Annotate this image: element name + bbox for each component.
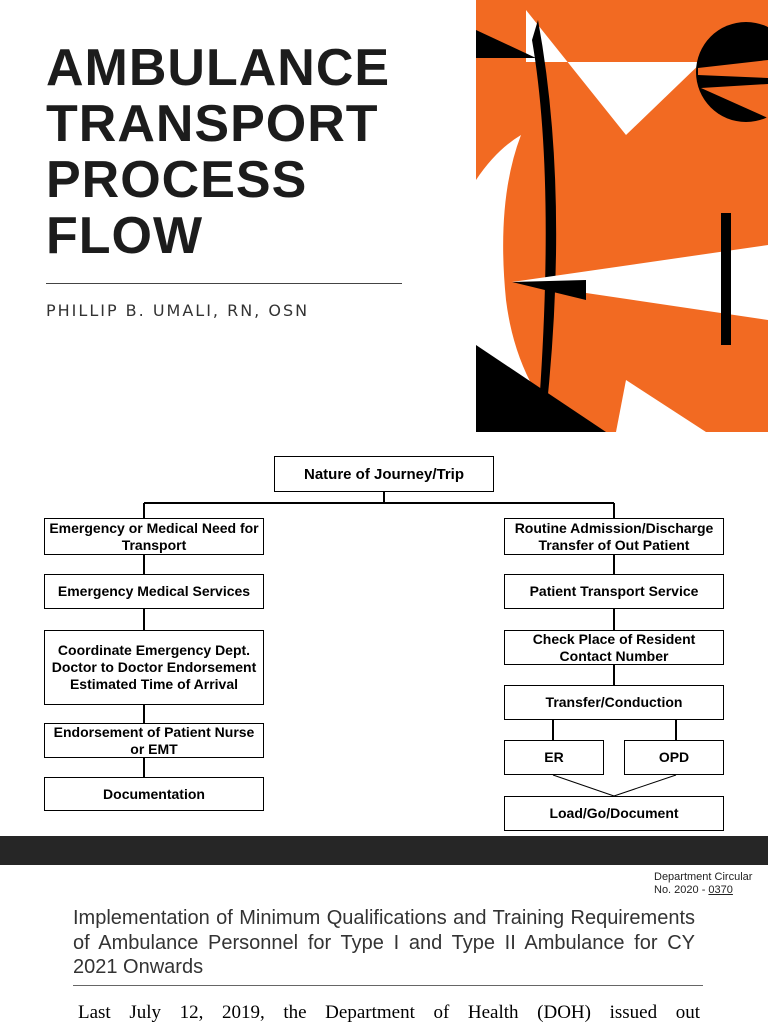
circular-number-prefix: No. 2020 - [654, 884, 709, 896]
cover-title-line: PROCESS [46, 151, 308, 209]
cover-divider [46, 283, 402, 284]
flow-node-routine-admission: Routine Admission/Discharge Transfer of … [504, 518, 724, 555]
flow-node-coordinate-er: Coordinate Emergency Dept. Doctor to Doc… [44, 630, 264, 705]
page-divider-band [0, 836, 768, 865]
abstract-art-image [476, 0, 768, 432]
flow-node-endorsement: Endorsement of Patient Nurse or EMT [44, 723, 264, 758]
heading-divider [73, 985, 703, 986]
process-flowchart: Nature of Journey/Trip Emergency or Medi… [0, 440, 768, 840]
document-heading: Implementation of Minimum Qualifications… [73, 907, 695, 978]
flow-node-documentation: Documentation [44, 777, 264, 811]
flowchart-connectors [143, 492, 677, 797]
circular-reference: Department Circular No. 2020 - 0370 [654, 871, 764, 897]
cover-title-line: TRANSPORT [46, 95, 379, 153]
flow-node-emergency-need: Emergency or Medical Need for Transport [44, 518, 264, 555]
flow-node-load-go: Load/Go/Document [504, 796, 724, 831]
circular-number: No. 2020 - 0370 [654, 884, 764, 897]
flow-node-ems: Emergency Medical Services [44, 574, 264, 609]
circular-label: Department Circular [654, 871, 753, 883]
cover-title: AMBULANCE TRANSPORT PROCESS FLOW [46, 40, 446, 264]
flow-node-opd: OPD [624, 740, 724, 775]
cover-author: PHILLIP B. UMALI, RN, OSN [46, 301, 310, 320]
flow-node-check-residence: Check Place of Resident Contact Number [504, 630, 724, 665]
document-body-text: Last July 12, 2019, the Department of He… [78, 1002, 700, 1023]
flow-node-er: ER [504, 740, 604, 775]
flow-node-patient-transport: Patient Transport Service [504, 574, 724, 609]
flow-node-root: Nature of Journey/Trip [274, 456, 494, 492]
flow-node-transfer: Transfer/Conduction [504, 685, 724, 720]
circular-number-value: 0370 [708, 884, 733, 896]
cover-title-line: FLOW [46, 207, 204, 265]
cover-title-line: AMBULANCE [46, 39, 391, 97]
